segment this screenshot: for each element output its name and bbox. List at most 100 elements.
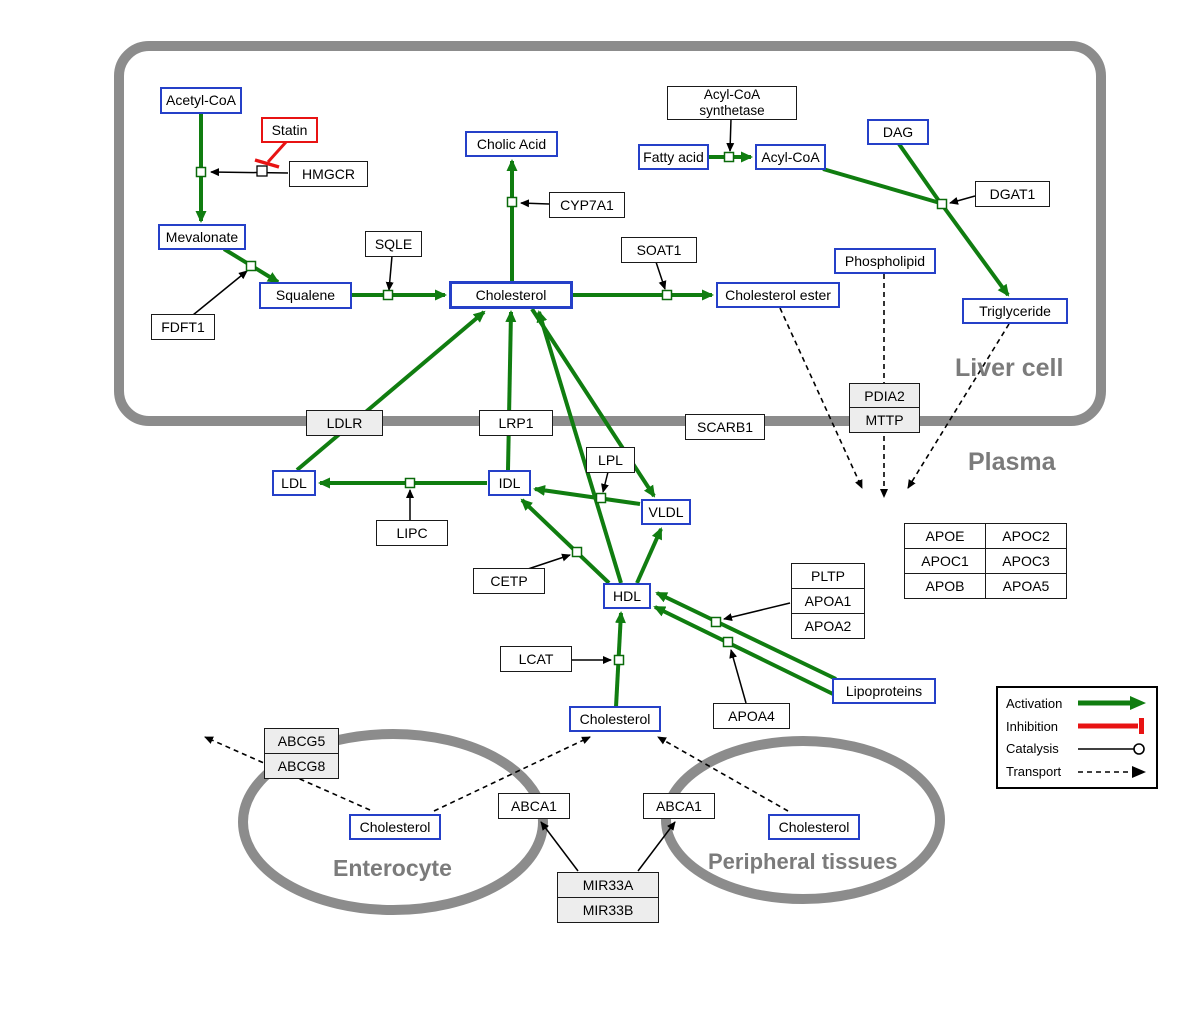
catalysis-sqle xyxy=(385,255,394,291)
node-dgat1[interactable]: DGAT1 xyxy=(975,181,1050,207)
transport-peripheral-abca1 xyxy=(657,736,789,812)
node-mttp[interactable]: MTTP xyxy=(849,407,920,433)
enterocyte-label: Enterocyte xyxy=(333,855,452,881)
node-cholesterol-plasma[interactable]: Cholesterol xyxy=(569,706,661,732)
node-apoa1[interactable]: APOA1 xyxy=(791,588,865,614)
peripheral-tissues-label: Peripheral tissues xyxy=(708,849,898,874)
catalysis-circle-icon xyxy=(1078,743,1145,755)
node-apoa4[interactable]: APOA4 xyxy=(713,703,790,729)
activation-idl-lrp1-cholesterol xyxy=(505,310,517,471)
transport-enterocyte-abca1 xyxy=(433,736,591,812)
reaction-node xyxy=(723,151,735,163)
node-lcat[interactable]: LCAT xyxy=(500,646,572,672)
legend-row-catalysis: Catalysis xyxy=(1006,740,1148,758)
node-apoc2[interactable]: APOC2 xyxy=(985,523,1067,549)
node-scarb1[interactable]: SCARB1 xyxy=(685,414,765,440)
node-phospholipid[interactable]: Phospholipid xyxy=(834,248,936,274)
node-fdft1[interactable]: FDFT1 xyxy=(151,314,215,340)
statin-target-square xyxy=(256,165,268,177)
node-triglyceride[interactable]: Triglyceride xyxy=(962,298,1068,324)
node-abcg8[interactable]: ABCG8 xyxy=(264,753,339,779)
reaction-node xyxy=(245,260,257,272)
legend-activation-label: Activation xyxy=(1006,695,1063,711)
node-squalene[interactable]: Squalene xyxy=(259,282,352,309)
node-lipc[interactable]: LIPC xyxy=(376,520,448,546)
node-lrp1[interactable]: LRP1 xyxy=(479,410,553,436)
node-idl[interactable]: IDL xyxy=(488,470,531,496)
node-ldl[interactable]: LDL xyxy=(272,470,316,496)
node-lpl[interactable]: LPL xyxy=(586,447,635,473)
transport-cholesterolester-plasma xyxy=(779,307,863,489)
reaction-node xyxy=(936,198,948,210)
catalysis-lpl xyxy=(601,471,609,493)
node-hmgcr[interactable]: HMGCR xyxy=(289,161,368,187)
activation-hdl-idl xyxy=(520,498,611,585)
node-cholesterol-enterocyte[interactable]: Cholesterol xyxy=(349,814,441,840)
node-apoe[interactable]: APOE xyxy=(904,523,986,549)
node-acyl-coa[interactable]: Acyl-CoA xyxy=(755,144,826,170)
node-apoa2[interactable]: APOA2 xyxy=(791,613,865,639)
node-mir33b[interactable]: MIR33B xyxy=(557,897,659,923)
legend-inhibition-label: Inhibition xyxy=(1006,718,1059,734)
reaction-node xyxy=(661,289,673,301)
regulation-mir33-abca1-right xyxy=(637,821,676,872)
reaction-node xyxy=(722,636,734,648)
node-mir33a[interactable]: MIR33A xyxy=(557,872,659,898)
node-apoc3[interactable]: APOC3 xyxy=(985,548,1067,574)
reaction-node xyxy=(404,477,416,489)
inhibition-statin-line xyxy=(266,140,288,164)
node-cholesterol-ester[interactable]: Cholesterol ester xyxy=(716,282,840,308)
node-ldlr[interactable]: LDLR xyxy=(306,410,383,436)
reaction-node xyxy=(506,196,518,208)
node-statin[interactable]: Statin xyxy=(261,117,318,143)
activation-ldl-ldlr-cholesterol xyxy=(295,310,486,472)
node-mevalonate[interactable]: Mevalonate xyxy=(158,224,246,250)
node-cholesterol-liver[interactable]: Cholesterol xyxy=(449,281,573,309)
node-cetp[interactable]: CETP xyxy=(473,568,545,594)
node-fatty-acid[interactable]: Fatty acid xyxy=(638,144,709,170)
legend-transport-label: Transport xyxy=(1006,764,1062,780)
activation-dag-junction xyxy=(897,142,941,203)
catalysis-cyp7a1 xyxy=(520,199,550,208)
node-acyl-coa-synthetase[interactable]: Acyl-CoA synthetase xyxy=(667,86,797,120)
node-dag[interactable]: DAG xyxy=(867,119,929,145)
node-acyl-coa-synthetase-line1: Acyl-CoA xyxy=(703,87,761,103)
node-cyp7a1[interactable]: CYP7A1 xyxy=(549,192,625,218)
reaction-node xyxy=(613,654,625,666)
activation-hdl-vldl xyxy=(635,527,663,584)
node-vldl[interactable]: VLDL xyxy=(641,499,691,525)
node-soat1[interactable]: SOAT1 xyxy=(621,237,697,263)
activation-hdl-cholesterol-liver xyxy=(536,310,623,584)
legend-catalysis-label: Catalysis xyxy=(1006,741,1059,757)
node-abca1-left[interactable]: ABCA1 xyxy=(498,793,570,819)
inhibition-tbar-icon xyxy=(1078,718,1144,735)
node-lipoproteins[interactable]: Lipoproteins xyxy=(832,678,936,704)
reaction-node xyxy=(595,492,607,504)
node-apoc1[interactable]: APOC1 xyxy=(904,548,986,574)
node-cholesterol-peripheral[interactable]: Cholesterol xyxy=(768,814,860,840)
catalysis-fdft1 xyxy=(192,270,248,316)
catalysis-dgat1 xyxy=(949,195,976,205)
reaction-node xyxy=(710,616,722,628)
catalysis-hmgcr xyxy=(210,168,289,177)
node-acyl-coa-synthetase-line2: synthetase xyxy=(699,103,765,118)
node-acetyl-coa[interactable]: Acetyl-CoA xyxy=(160,87,242,114)
catalysis-apoa4 xyxy=(729,649,747,704)
node-cholic-acid[interactable]: Cholic Acid xyxy=(465,131,558,157)
node-sqle[interactable]: SQLE xyxy=(365,231,422,257)
activation-junction-triglyceride xyxy=(941,204,1010,297)
node-pdia2[interactable]: PDIA2 xyxy=(849,383,920,409)
regulation-mir33-abca1-left xyxy=(540,821,579,872)
node-hdl[interactable]: HDL xyxy=(603,583,651,609)
activation-arrow-icon xyxy=(1078,696,1146,711)
node-pltp[interactable]: PLTP xyxy=(791,563,865,589)
activation-lipoproteins-hdl-1 xyxy=(655,591,837,681)
node-apoa5[interactable]: APOA5 xyxy=(985,573,1067,599)
node-abcg5[interactable]: ABCG5 xyxy=(264,728,339,754)
legend-row-inhibition: Inhibition xyxy=(1006,717,1148,735)
node-abca1-right[interactable]: ABCA1 xyxy=(643,793,715,819)
activation-lipoproteins-hdl-2 xyxy=(653,605,834,696)
node-apob[interactable]: APOB xyxy=(904,573,986,599)
legend-row-transport: Transport xyxy=(1006,763,1148,781)
